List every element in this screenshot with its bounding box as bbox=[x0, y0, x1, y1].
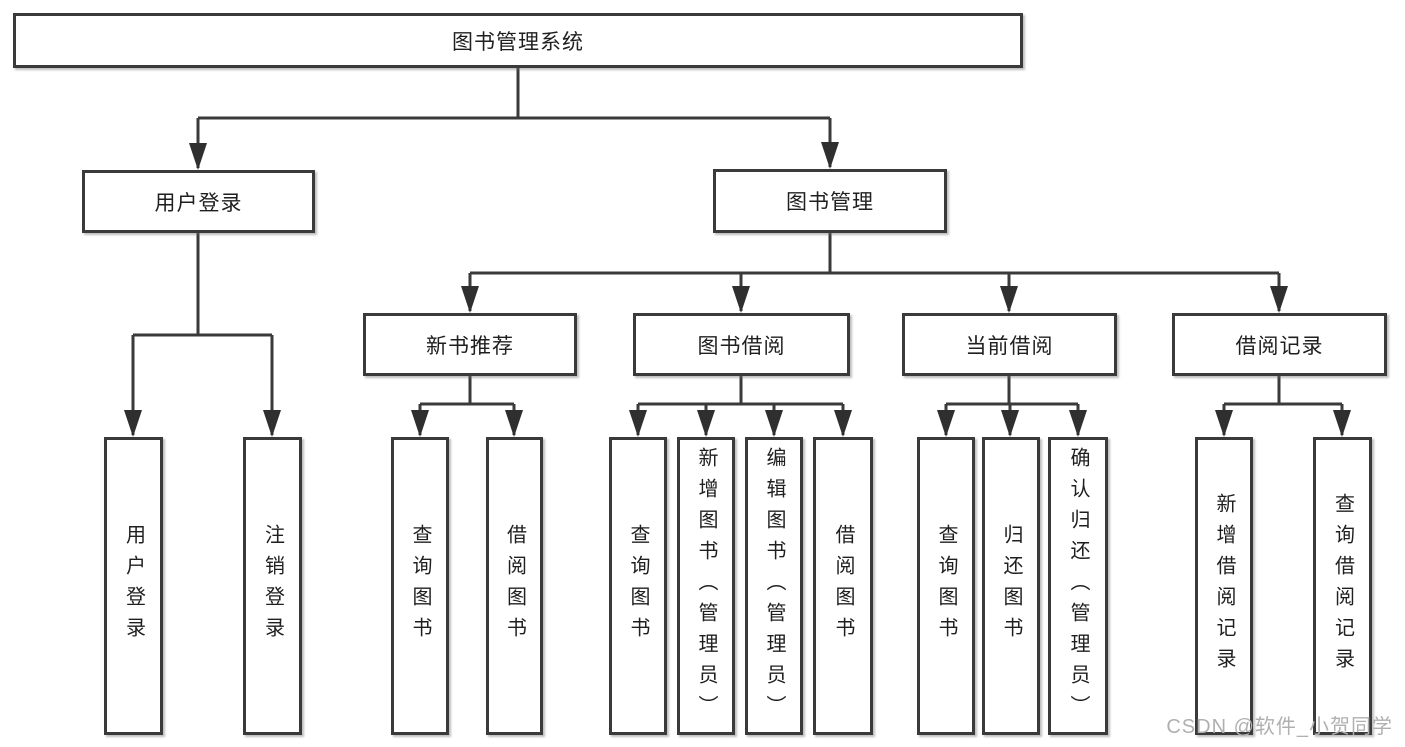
leaf-return-books: 归还图书 bbox=[982, 437, 1040, 735]
node-label: 借阅图书 bbox=[832, 524, 854, 648]
connector-book-borrowing-to-leaves bbox=[636, 376, 845, 435]
leaf-add-borrow-record: 新增借阅记录 bbox=[1195, 437, 1253, 735]
leaf-edit-book-admin: 编辑图书（管理员） bbox=[745, 437, 803, 735]
connector-user-login-to-leaves bbox=[131, 233, 274, 435]
leaf-borrow-books-borrowing: 借阅图书 bbox=[813, 437, 873, 735]
node-label: 图书管理系统 bbox=[452, 30, 584, 54]
connector-book-management-to-level3 bbox=[468, 233, 1281, 311]
node-label: 新增图书（管理员） bbox=[695, 446, 717, 726]
connector-new-book-recommend-to-leaves bbox=[418, 376, 516, 435]
leaf-query-borrow-record: 查询借阅记录 bbox=[1313, 437, 1372, 735]
leaf-logout: 注销登录 bbox=[243, 437, 302, 735]
leaf-query-books-current: 查询图书 bbox=[917, 437, 975, 735]
connector-borrowing-records-to-leaves bbox=[1222, 376, 1344, 435]
node-new-book-recommend: 新书推荐 bbox=[363, 313, 577, 376]
node-label: 新增借阅记录 bbox=[1213, 493, 1235, 679]
node-label: 当前借阅 bbox=[965, 334, 1054, 358]
connector-root-to-level2 bbox=[196, 68, 832, 168]
node-label: 注销登录 bbox=[261, 524, 284, 648]
node-label: 借阅记录 bbox=[1235, 334, 1324, 358]
leaf-confirm-return-admin: 确认归还（管理员） bbox=[1048, 437, 1108, 735]
node-label: 确认归还（管理员） bbox=[1067, 446, 1089, 726]
leaf-query-books-recommend: 查询图书 bbox=[391, 437, 449, 735]
node-label: 图书管理 bbox=[786, 191, 874, 214]
node-label: 图书借阅 bbox=[697, 334, 786, 358]
node-borrowing-records: 借阅记录 bbox=[1172, 313, 1387, 376]
node-library-management-system: 图书管理系统 bbox=[13, 13, 1023, 68]
leaf-user-login: 用户登录 bbox=[104, 437, 163, 735]
leaf-borrow-books-recommend: 借阅图书 bbox=[486, 437, 543, 735]
node-label: 用户登录 bbox=[122, 524, 145, 648]
node-user-login: 用户登录 bbox=[82, 170, 315, 233]
node-label: 新书推荐 bbox=[426, 334, 514, 358]
arrowhead-icons bbox=[124, 142, 1351, 437]
node-current-borrowing: 当前借阅 bbox=[902, 313, 1117, 376]
node-label: 查询借阅记录 bbox=[1331, 493, 1354, 679]
node-label: 查询图书 bbox=[935, 524, 957, 648]
leaf-query-books-borrowing: 查询图书 bbox=[609, 437, 667, 735]
node-label: 借阅图书 bbox=[503, 524, 526, 648]
node-label: 归还图书 bbox=[1000, 524, 1022, 648]
node-book-borrowing: 图书借阅 bbox=[633, 313, 850, 376]
node-label: 查询图书 bbox=[409, 524, 431, 648]
node-label: 查询图书 bbox=[627, 524, 649, 648]
leaf-add-book-admin: 新增图书（管理员） bbox=[677, 437, 735, 735]
node-label: 用户登录 bbox=[154, 191, 243, 215]
node-label: 编辑图书（管理员） bbox=[763, 446, 785, 726]
node-book-management: 图书管理 bbox=[713, 169, 947, 233]
